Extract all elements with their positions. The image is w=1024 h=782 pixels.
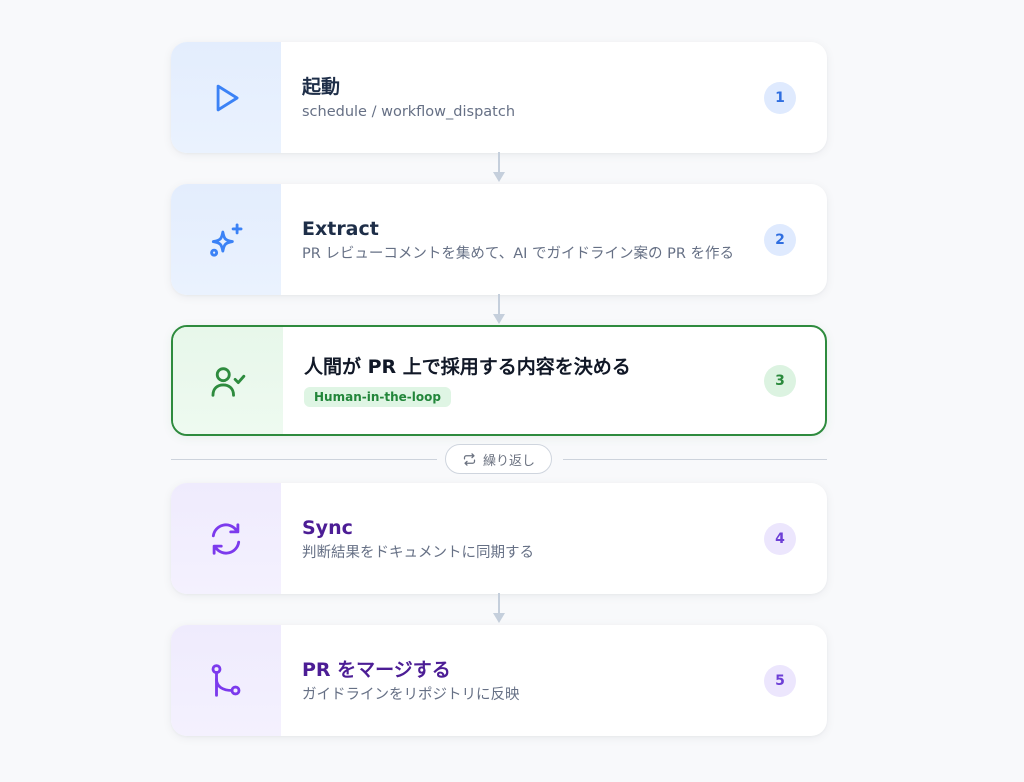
step-number-badge: 4 xyxy=(764,522,796,555)
step-card-extract: Extract PR レビューコメントを集めて、AI でガイドライン案の PR … xyxy=(171,184,827,295)
human-in-the-loop-tag: Human-in-the-loop xyxy=(304,387,451,407)
step-title: Sync xyxy=(302,516,353,539)
step-card-human-review: 人間が PR 上で採用する内容を決める Human-in-the-loop 3 xyxy=(171,325,827,436)
step-title: PR をマージする xyxy=(302,658,451,681)
down-arrow-icon xyxy=(493,593,505,623)
git-merge-icon xyxy=(211,663,241,697)
step-subtitle: ガイドラインをリポジトリに反映 xyxy=(302,686,520,703)
step-text: 起動 schedule / workflow_dispatch xyxy=(302,42,772,153)
loop-divider-left xyxy=(171,459,437,460)
step-text: Extract PR レビューコメントを集めて、AI でガイドライン案の PR … xyxy=(302,184,772,295)
step-icon-panel xyxy=(171,42,281,153)
down-arrow-icon xyxy=(493,152,505,182)
step-icon-panel xyxy=(171,483,281,594)
step-icon-panel xyxy=(173,327,283,434)
step-icon-panel xyxy=(171,625,281,736)
loop-label: 繰り返し xyxy=(482,453,535,469)
step-text: Sync 判断結果をドキュメントに同期する xyxy=(302,483,772,594)
step-title: 起動 xyxy=(302,75,341,98)
step-card-start: 起動 schedule / workflow_dispatch 1 xyxy=(171,42,827,153)
step-number-badge: 5 xyxy=(764,664,796,697)
step-subtitle: 判断結果をドキュメントに同期する xyxy=(302,544,534,561)
loop-divider-right xyxy=(563,459,827,460)
step-title: Extract xyxy=(302,217,379,240)
step-icon-panel xyxy=(171,184,281,295)
play-icon xyxy=(216,84,239,111)
down-arrow-icon xyxy=(493,294,505,324)
step-title: 人間が PR 上で採用する内容を決める xyxy=(304,356,631,378)
repeat-icon xyxy=(463,452,476,466)
step-text: PR をマージする ガイドラインをリポジトリに反映 xyxy=(302,625,772,736)
step-number-badge: 3 xyxy=(764,364,796,397)
step-number-badge: 2 xyxy=(764,223,796,256)
step-text: 人間が PR 上で採用する内容を決める Human-in-the-loop xyxy=(304,327,774,434)
step-number-badge: 1 xyxy=(764,81,796,114)
user-check-icon xyxy=(211,366,246,397)
loop-badge: 繰り返し xyxy=(445,444,552,474)
step-subtitle: schedule / workflow_dispatch xyxy=(302,103,516,120)
step-card-merge: PR をマージする ガイドラインをリポジトリに反映 5 xyxy=(171,625,827,736)
sparkles-icon xyxy=(210,223,243,257)
step-card-sync: Sync 判断結果をドキュメントに同期する 4 xyxy=(171,483,827,594)
step-subtitle: PR レビューコメントを集めて、AI でガイドライン案の PR を作る xyxy=(302,245,735,262)
refresh-icon xyxy=(211,522,241,555)
